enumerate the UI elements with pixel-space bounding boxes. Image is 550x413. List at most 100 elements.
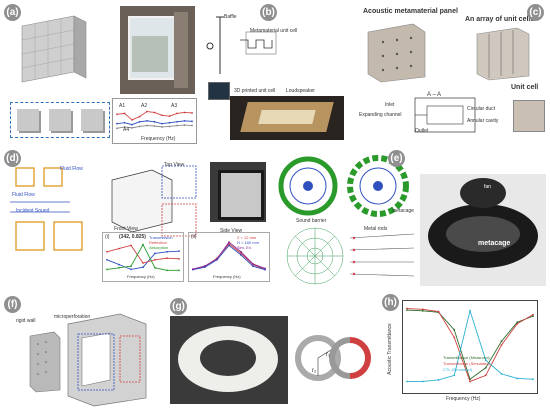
- data-point: [176, 124, 178, 127]
- data-point: [183, 111, 186, 114]
- data-point: [116, 127, 118, 130]
- panel-grid-illustration: [21, 15, 87, 83]
- panel-tag: (d): [4, 150, 21, 167]
- legend-item: Absorption: [149, 245, 169, 250]
- label-expanding: Expanding channel: [359, 112, 402, 118]
- schematic-b: [206, 16, 277, 74]
- data-point: [138, 125, 141, 128]
- label-loudspeaker: Loudspeaker: [286, 88, 315, 94]
- data-point: [153, 111, 156, 114]
- ring-section: [295, 335, 371, 381]
- metacage-photo: [420, 174, 546, 286]
- data-point: [191, 120, 193, 123]
- unit-cell-image: [513, 100, 545, 132]
- plot-d-i-svg: [106, 243, 180, 272]
- data-point: [142, 243, 144, 246]
- data-point: [532, 315, 534, 318]
- data-point: [183, 119, 186, 122]
- label-printed: 3D printed unit cell: [234, 88, 276, 94]
- data-point: [176, 120, 178, 123]
- data-point: [484, 359, 487, 362]
- annotation-a2: A2: [141, 103, 148, 109]
- data-point: [154, 252, 156, 255]
- data-point: [146, 124, 148, 127]
- data-point: [264, 267, 266, 270]
- data-point: [453, 336, 456, 339]
- panel-h: (h) Transmittance (Measured) Transmittan…: [380, 290, 548, 411]
- data-point: [142, 266, 144, 269]
- label-micro: microperforation: [54, 314, 91, 320]
- data-point: [161, 126, 163, 128]
- data-point: [161, 114, 163, 117]
- data-point: [153, 120, 156, 123]
- data-point: [406, 380, 408, 383]
- metacage-ring: [347, 155, 409, 217]
- device-photo: [210, 162, 266, 222]
- data-point: [252, 265, 254, 268]
- rod-lines: [349, 233, 415, 277]
- label-rods: Metal rods: [364, 226, 388, 232]
- plot-label: (ii): [191, 234, 197, 240]
- label-annular: Annular cavity: [467, 118, 499, 124]
- label-side: Side View: [220, 228, 243, 234]
- panel-f: (f) rigid wall microperforation: [2, 290, 150, 411]
- label-fluid2: Fluid Flow: [12, 192, 35, 198]
- data-point: [532, 378, 534, 381]
- data-point: [131, 119, 133, 121]
- axis-ylabel: Acoustic Transmittance: [386, 323, 393, 375]
- annotation-a3: A3: [171, 103, 178, 109]
- panel-c: (c) Acoustic metamaterial panel An array…: [355, 2, 548, 142]
- data-point: [106, 268, 108, 271]
- label-rigid: rigid wall: [16, 318, 36, 324]
- label-r2: r₂: [312, 368, 317, 374]
- data-point: [421, 308, 424, 311]
- data-point: [252, 263, 254, 265]
- data-point: [191, 124, 193, 127]
- data-point: [153, 125, 156, 127]
- legend-item: H = 180 mm: [237, 240, 259, 245]
- label-circular: Circular duct: [467, 106, 496, 112]
- label-r1: r₁: [326, 352, 331, 358]
- panel-tag: (f): [4, 296, 21, 313]
- box-views: [111, 165, 197, 237]
- data-point: [166, 250, 168, 253]
- data-point: [500, 344, 503, 346]
- label-panel: Acoustic metamaterial panel: [363, 8, 458, 15]
- label-metacage2: metacage: [478, 240, 511, 247]
- unit-cell: [17, 109, 39, 131]
- data-point: [183, 124, 186, 126]
- panel-tag: (c): [527, 4, 544, 21]
- data-point: [146, 110, 148, 113]
- label-fan: fan: [484, 184, 491, 190]
- legend-item: Transmission: [149, 235, 173, 240]
- label-baffle: Baffle: [224, 14, 237, 20]
- data-point: [154, 266, 156, 269]
- series-line-1: [106, 244, 180, 264]
- label-barrier: Sound barrier: [296, 218, 327, 224]
- data-point: [406, 307, 408, 310]
- label-incident: Incident Sound: [16, 208, 50, 214]
- data-point: [118, 266, 120, 269]
- cross-section: [414, 97, 476, 133]
- data-point: [168, 125, 171, 128]
- plot-d-ii-svg: [192, 241, 266, 271]
- data-point: [131, 123, 133, 126]
- metamaterial-panel: [367, 23, 426, 83]
- perforated-panel: [29, 331, 61, 393]
- data-point: [178, 269, 180, 272]
- data-point: [192, 268, 194, 270]
- data-point: [437, 379, 440, 381]
- data-point: [500, 340, 503, 343]
- data-point: [191, 112, 193, 114]
- axis-xlabel: Frequency (Hz): [446, 396, 481, 402]
- plot-d-i: (i) (342, 0.825) Transmission Reflection…: [102, 232, 184, 282]
- data-point: [240, 250, 242, 253]
- data-point: [484, 366, 487, 369]
- data-point: [228, 241, 230, 244]
- data-point: [516, 377, 519, 380]
- data-point: [138, 120, 141, 123]
- data-point: [178, 250, 180, 253]
- plot-label: (i): [105, 234, 110, 240]
- data-point: [421, 309, 424, 312]
- label-metamaterial: Metamaterial unit cell: [250, 28, 298, 34]
